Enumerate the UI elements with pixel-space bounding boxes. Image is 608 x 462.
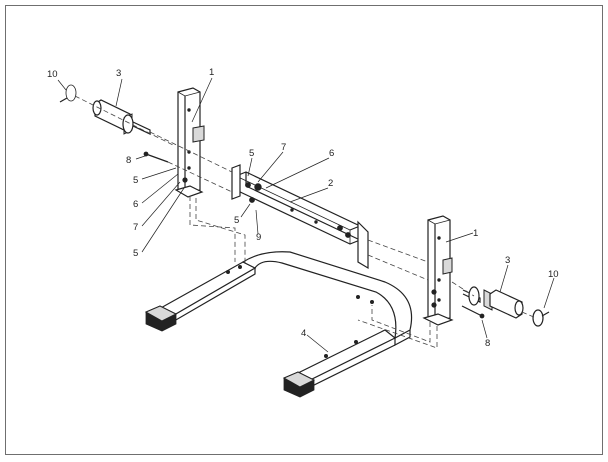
right-weight-sleeve-part-3 [462,286,524,319]
callout-labels: 10 3 1 8 5 6 7 5 5 7 6 2 5 9 1 3 10 8 4 [47,67,559,349]
callout-9: 9 [256,232,261,243]
callout-5-top: 5 [249,148,254,159]
callout-4: 4 [301,328,306,339]
callout-7-left: 7 [133,222,138,233]
right-spring-clip-part-10 [532,309,550,327]
callout-3-left: 3 [116,68,121,79]
callout-10-left: 10 [47,69,58,80]
base-frame-part-4 [144,251,413,398]
callout-2: 2 [328,178,333,189]
callout-8-left: 8 [126,155,131,166]
left-upright-part-1 [174,87,205,198]
callout-3-right: 3 [505,255,510,266]
callout-8-right: 8 [485,338,490,349]
callout-5-bar: 5 [234,215,239,226]
callout-6-top: 6 [329,148,334,159]
callout-5-left-lower: 5 [133,248,138,259]
cross-bar-part-2 [231,164,369,270]
callout-10-right: 10 [548,269,559,280]
left-spring-clip-part-10 [59,84,77,103]
callout-5-left-upper: 5 [133,175,138,186]
assembly-guide-lines [74,95,537,349]
callout-leader-lines [57,77,555,353]
callout-1-right: 1 [473,228,478,239]
right-upright-part-1 [422,215,454,326]
callout-7-top: 7 [281,142,286,153]
right-bolt-part-8 [461,305,485,319]
callout-1-left: 1 [209,67,214,78]
left-bolt-part-8 [143,151,169,163]
callout-6-left: 6 [133,199,138,210]
